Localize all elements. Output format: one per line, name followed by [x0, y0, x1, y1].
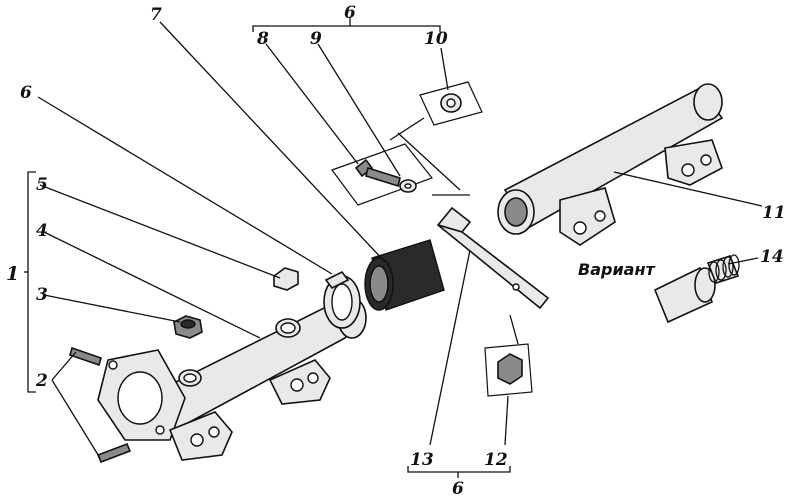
part-fitting — [173, 315, 203, 339]
label-8: 8 — [256, 29, 269, 49]
label-6-left: 6 — [20, 83, 32, 103]
label-1: 1 — [6, 263, 19, 285]
variant-label: Вариант — [578, 260, 657, 279]
part-manifold-pipe — [97, 297, 367, 461]
label-5: 5 — [36, 175, 48, 195]
part-studs — [69, 346, 132, 464]
label-6-bottom: 6 — [452, 479, 464, 497]
detail-box-washer — [419, 81, 483, 126]
label-14: 14 — [760, 247, 784, 267]
leader-lines — [24, 18, 763, 478]
part-bracket — [436, 206, 550, 310]
part-rubber-sleeve — [364, 239, 445, 311]
label-10: 10 — [424, 29, 448, 49]
label-12: 12 — [484, 450, 508, 470]
detail-box-bolt — [331, 143, 433, 206]
part-variant-pipe — [653, 266, 716, 324]
label-9: 9 — [310, 29, 322, 49]
part-labels: 6 7 8 9 10 6 5 4 1 3 2 11 Вариант 14 13 … — [6, 3, 786, 497]
label-6-top: 6 — [344, 3, 356, 23]
detail-box-nut — [484, 343, 533, 397]
label-2: 2 — [35, 371, 48, 391]
label-13: 13 — [410, 450, 434, 470]
part-clamp — [323, 270, 361, 329]
part-upper-pipe — [497, 83, 724, 246]
label-3: 3 — [36, 285, 48, 305]
label-7: 7 — [150, 5, 162, 25]
label-4: 4 — [36, 221, 48, 241]
label-11: 11 — [762, 203, 786, 223]
part-spring — [706, 254, 740, 284]
part-plug — [273, 267, 299, 291]
